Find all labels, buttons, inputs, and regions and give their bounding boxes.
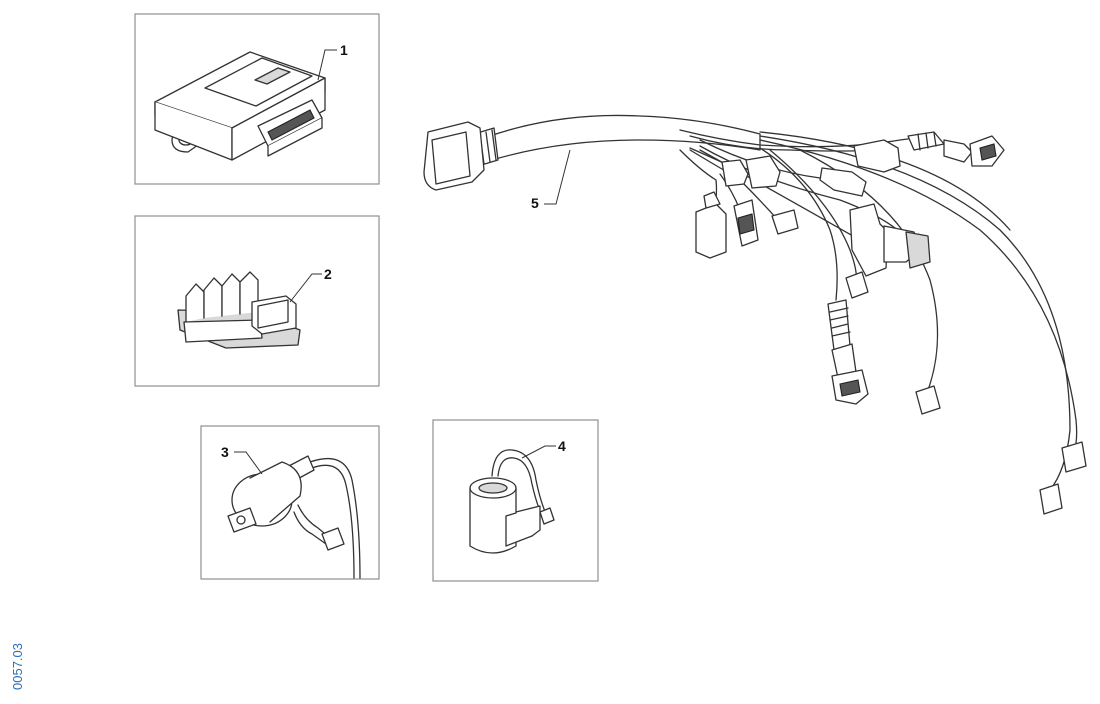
callout-1-leader bbox=[317, 49, 337, 81]
sensor-illustration bbox=[469, 449, 555, 554]
callout-4-leader bbox=[521, 445, 556, 459]
callout-5-leader bbox=[544, 149, 571, 205]
ignition-coil-panel: 3 bbox=[200, 425, 380, 580]
callout-2-leader bbox=[289, 273, 322, 303]
sensor-panel: 4 bbox=[432, 419, 599, 582]
callout-1-label: 1 bbox=[340, 42, 348, 58]
regulator-illustration bbox=[177, 271, 301, 349]
reference-code: 0057.03 bbox=[10, 643, 25, 690]
callout-3-label: 3 bbox=[221, 444, 229, 460]
callout-2-label: 2 bbox=[324, 266, 332, 282]
regulator-panel: 2 bbox=[134, 215, 380, 387]
callout-5-label: 5 bbox=[531, 195, 539, 211]
callout-4-label: 4 bbox=[558, 438, 566, 454]
ignition-coil-illustration bbox=[227, 455, 361, 579]
ecu-panel: 1 bbox=[134, 13, 380, 185]
ecu-unit-illustration bbox=[154, 51, 326, 161]
wiring-harness-illustration bbox=[423, 114, 1087, 515]
callout-3-leader bbox=[234, 451, 263, 475]
